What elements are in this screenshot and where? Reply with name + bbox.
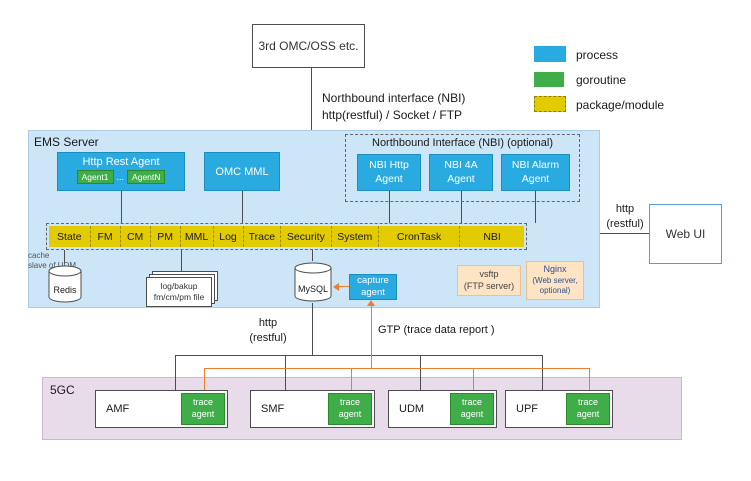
capture-agent-box: capture agent [349,274,397,300]
agent-chip-row: Agent1 ... AgentN [76,170,166,185]
udm-trace-agent: trace agent [450,393,494,425]
redis-label: Redis [53,285,77,295]
gtp-drop-amf [204,368,205,393]
nbi-interface-label: Northbound interface (NBI) http(restful)… [322,91,466,123]
legend-goroutine-label: goroutine [576,73,627,87]
nginx-box: Nginx (Web server, optional) [526,261,584,300]
mysql-database-icon: MySQL [293,261,333,303]
redis-cache-note: cache slave of UDM [28,251,77,271]
gtp-drop-upf [589,368,590,393]
amf-box: AMF trace agent [95,390,228,428]
legend-process-swatch [534,46,566,62]
fivegc-title: 5GC [50,383,75,397]
web-ui-box: Web UI [649,204,722,264]
nbi-group-box: Northbound Interface (NBI) (optional) [345,134,580,202]
module-row: State FM CM PM MML Log Trace Security Sy… [46,223,527,250]
arrowhead-to-capture-agent [367,300,375,306]
module-nbi: NBI [460,226,524,247]
connector-bus-to-smf [285,355,286,390]
mysql-label: MySQL [297,284,328,294]
module-mml: MML [180,226,214,247]
smf-trace-agent: trace agent [328,393,372,425]
connector-bus-to-udm [420,355,421,390]
gtp-riser-line [371,305,372,368]
gtp-horizontal-line [204,368,589,369]
module-state: State [49,226,91,247]
gtp-drop-smf [351,368,352,393]
gtp-label: GTP (trace data report ) [378,324,495,336]
omc-oss-label: 3rd OMC/OSS etc. [258,39,359,53]
upf-box: UPF trace agent [505,390,613,428]
gtp-drop-udm [473,368,474,393]
agent1-chip: Agent1 [76,170,114,185]
smf-label: SMF [261,403,285,415]
connector-httprest-to-modules [121,191,122,223]
omc-oss-box: 3rd OMC/OSS etc. [252,24,365,68]
ems-server-title: EMS Server [34,135,99,149]
http-rest-agent-box: Http Rest Agent Agent1 ... AgentN [57,152,185,191]
module-trace: Trace [243,226,282,247]
webui-http-label: http (restful) [606,203,644,230]
connector-omcmml-to-modules [242,191,243,223]
web-ui-label: Web UI [665,227,706,241]
nbi-alarm-agent-box: NBI Alarm Agent [501,154,570,191]
nbi-group-title: Northbound Interface (NBI) (optional) [372,137,553,149]
connector-omc-to-ems [311,68,312,130]
module-fm: FM [90,226,121,247]
connector-nbihttp-to-modules [389,191,390,223]
bus-line [175,355,542,356]
module-crontask: CronTask [378,226,461,247]
nbi-4a-agent-box: NBI 4A Agent [429,154,493,191]
module-log: Log [213,226,244,247]
http-restful-label: http (restful) [249,317,287,344]
module-system: System [331,226,379,247]
legend-process-label: process [576,48,619,62]
log-paper-front: log/bakup fm/cm/pm file [146,277,212,307]
amf-label: AMF [106,403,130,415]
module-cm: CM [120,226,151,247]
connector-ems-to-bus [312,303,313,355]
upf-label: UPF [516,403,538,415]
udm-label: UDM [399,403,425,415]
connector-capture-to-mysql [339,286,349,287]
omc-mml-box: OMC MML [204,152,280,191]
module-pm: PM [150,226,181,247]
connector-bus-to-upf [542,355,543,390]
legend-goroutine-swatch [534,72,564,87]
agent-ellipsis: ... [116,172,125,183]
connector-modules-to-redis [64,250,65,264]
connector-bus-to-amf [175,355,176,390]
udm-box: UDM trace agent [388,390,497,428]
http-rest-agent-label: Http Rest Agent [82,156,160,168]
smf-box: SMF trace agent [250,390,375,428]
legend-package-label: package/module [576,98,665,112]
module-security: Security [281,226,332,247]
legend-package-swatch [534,96,566,112]
amf-trace-agent: trace agent [181,393,225,425]
redis-database-icon: Redis [47,264,83,304]
connector-nbi4a-to-modules [461,191,462,223]
log-file-stack-icon: log/bakup fm/cm/pm file [146,271,218,308]
omc-mml-label: OMC MML [215,165,269,178]
agentN-chip: AgentN [127,170,166,185]
connector-modules-to-mysql [312,250,313,261]
connector-nbialarm-to-modules [535,191,536,223]
nbi-http-agent-box: NBI Http Agent [357,154,421,191]
upf-trace-agent: trace agent [566,393,610,425]
connector-ems-to-webui [600,233,649,234]
arrowhead-to-mysql [333,283,339,291]
connector-modules-to-logfiles [181,250,182,271]
vsftp-box: vsftp (FTP server) [457,265,521,296]
